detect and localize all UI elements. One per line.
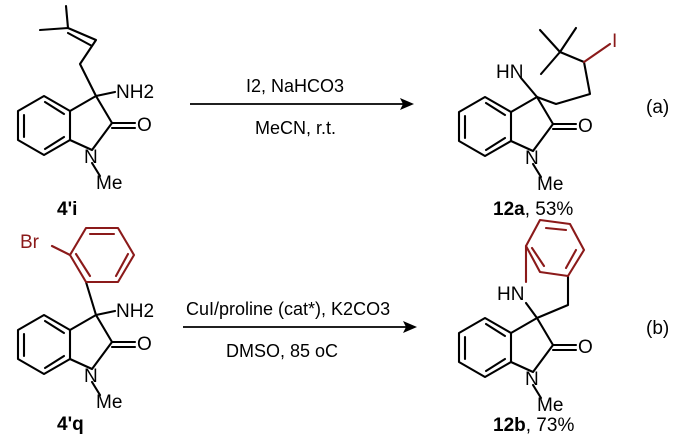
carbonyl-oxygen-label: O [137, 115, 152, 136]
product-12b-structure [457, 274, 578, 400]
reagents-b: CuI/proline (cat*), K2CO3 [186, 299, 390, 319]
n-methyl-label: Me [96, 173, 122, 194]
product-b-nitrogen-label: N [525, 369, 539, 390]
product-a-nh-label: HN [496, 62, 523, 83]
reactant-label-b: 4'q [57, 414, 84, 434]
product-a-oxygen-label: O [578, 116, 593, 137]
carbonyl-oxygen-label-b: O [137, 334, 152, 355]
bromophenyl-ring [50, 226, 136, 284]
ring-nitrogen-label-b: N [84, 366, 98, 387]
reactant-4i-structure [16, 4, 137, 178]
n-methyl-label-b: Me [96, 392, 122, 413]
reaction-tag-a: (a) [646, 97, 669, 118]
reactant-4q-structure [16, 280, 137, 397]
product-label-a: 12a, 53% [493, 199, 573, 220]
amine-label: NH2 [116, 82, 154, 103]
product-b-nh-label: HN [497, 284, 524, 305]
ring-nitrogen-label: N [84, 147, 98, 168]
bromine-label: Br [20, 232, 40, 253]
amine-label-b: NH2 [116, 301, 154, 322]
product-a-nitrogen-label: N [525, 148, 539, 169]
indoline-ring [524, 218, 586, 284]
reaction-arrow-b [183, 321, 417, 333]
conditions-a: MeCN, r.t. [255, 118, 336, 138]
iodine-label: I [612, 31, 617, 52]
reagents-a: I2, NaHCO3 [246, 76, 344, 96]
conditions-b: DMSO, 85 oC [226, 341, 338, 361]
product-b-oxygen-label: O [578, 337, 593, 358]
reaction-arrow-a [190, 98, 414, 110]
reactant-label-a: 4'i [57, 199, 77, 220]
product-b-methyl-label: Me [537, 395, 563, 416]
product-label-b: 12b, 73% [493, 415, 574, 434]
reaction-tag-b: (b) [646, 318, 669, 339]
product-12a-structure [457, 26, 612, 179]
product-a-methyl-label: Me [537, 174, 563, 195]
